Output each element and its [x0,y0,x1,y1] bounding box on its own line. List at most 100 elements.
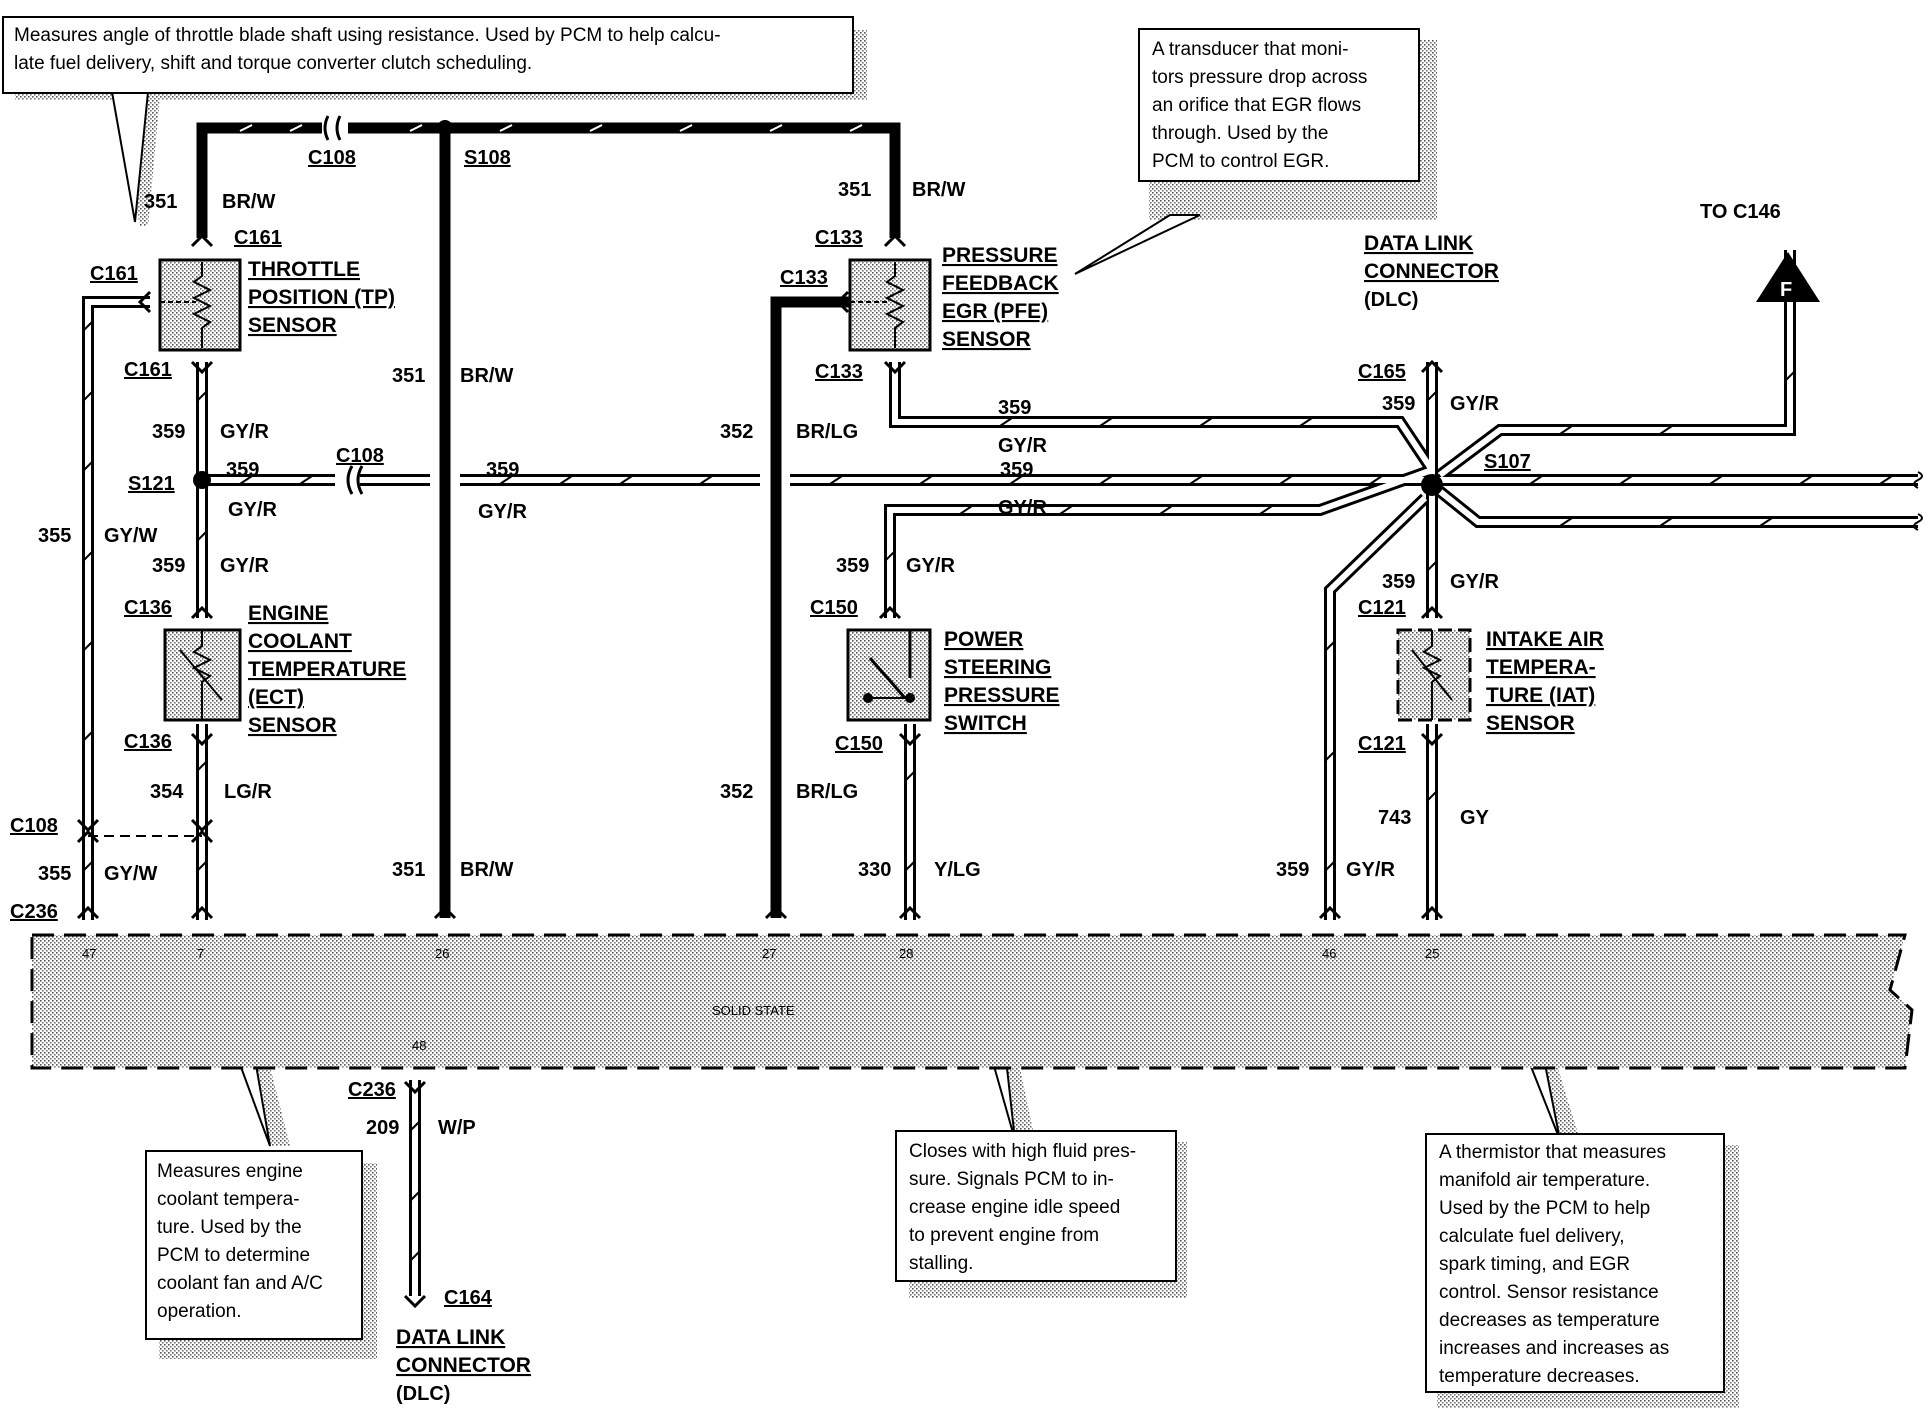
label-c121-bot: C121 [1358,733,1406,755]
pin-26: 26 [435,946,449,961]
pfe-description-note: A transducer that moni- tors pressure dr… [1138,28,1420,182]
color-352-up: BR/LG [796,421,858,443]
note-line: control. Sensor resistance [1439,1282,1659,1303]
svg-text:FEEDBACK: FEEDBACK [942,272,1059,295]
note-line: PCM to determine [157,1245,311,1266]
tp-sensor-body [158,258,242,352]
wire-354: 354 [150,781,184,803]
pin-7: 7 [197,946,204,961]
note-line: coolant tempera- [157,1189,300,1210]
iat-thermistor [1411,630,1453,720]
pin-47: 47 [82,946,96,961]
note-line: PCM to control EGR. [1152,151,1330,172]
dlc-top-label: DATA LINK CONNECTOR (DLC) [1364,232,1499,311]
svg-text:(DLC): (DLC) [396,1383,450,1405]
color-359-pfe: GY/R [998,435,1047,457]
note-line: crease engine idle speed [909,1197,1121,1218]
note-line: tors pressure drop across [1152,67,1368,88]
note-line: ture. Used by the [157,1217,302,1238]
wire-355-up: 355 [38,525,71,547]
color-351-pfe: BR/W [912,179,965,201]
svg-text:POWER: POWER [944,628,1023,651]
note-line: Closes with high fluid pres- [909,1141,1137,1162]
wire-hatches [83,291,1893,1261]
note-line: Measures engine [157,1161,303,1182]
label-c133-top: C133 [815,227,863,249]
c108-mid-break [346,465,364,495]
note-line: decreases as temperature [1439,1310,1660,1331]
offpage-connector-letter: F [1780,279,1792,301]
color-359-mid: GY/R [478,501,527,523]
label-s121: S121 [128,473,175,495]
svg-text:PRESSURE: PRESSURE [942,244,1058,267]
pfe-sensor-label: PRESSURE FEEDBACK EGR (PFE) SENSOR [942,244,1059,351]
pss-label: POWER STEERING PRESSURE SWITCH [944,628,1060,735]
wire-351-mid: 351 [392,365,425,387]
splice-s107 [1421,474,1443,496]
wire-359-bus: 359 [1000,459,1033,481]
color-743: GY [1460,807,1490,829]
pcm-label: SOLID STATE [712,1003,795,1018]
tp-resistor [191,262,213,348]
svg-text:SENSOR: SENSOR [942,328,1031,351]
label-s108: S108 [464,147,511,169]
color-355-low: GY/W [104,863,157,885]
pin-25: 25 [1425,946,1439,961]
connector-forks [76,233,1444,1309]
dlc-bottom-label: DATA LINK CONNECTOR (DLC) [396,1326,531,1405]
pss-contact-1 [863,693,873,703]
svg-text:CONNECTOR: CONNECTOR [1364,260,1499,283]
wire-330: 330 [858,859,891,881]
svg-text:POSITION (TP): POSITION (TP) [248,286,395,309]
color-351-mid: BR/W [460,365,513,387]
svg-text:INTAKE AIR: INTAKE AIR [1486,628,1604,651]
svg-text:EGR (PFE): EGR (PFE) [942,300,1048,323]
pss-switch [868,630,912,699]
iat-sensor-body [1396,628,1472,722]
pcm-block [30,933,1914,1070]
svg-text:PRESSURE: PRESSURE [944,684,1060,707]
label-s107: S107 [1484,451,1531,473]
label-c133-left: C133 [780,267,828,289]
note-line: manifold air temperature. [1439,1170,1651,1191]
color-359-low: GY/R [1346,859,1395,881]
label-c108-low: C108 [10,815,58,837]
svg-text:SENSOR: SENSOR [248,314,337,337]
wire-352-up: 352 [720,421,753,443]
svg-text:TURE (IAT): TURE (IAT) [1486,684,1595,707]
note-line: sure. Signals PCM to in- [909,1169,1114,1190]
pss-contact-2 [905,693,915,703]
wire-359-mid: 359 [486,459,519,481]
label-c150-top: C150 [810,597,858,619]
label-c236-bot: C236 [348,1079,396,1101]
wire-352-low: 352 [720,781,753,803]
pfe-resistor [884,262,906,348]
wire-209: 209 [366,1117,399,1139]
bus-end-2 [1913,513,1923,531]
tp-description-note: Measures angle of throttle blade shaft u… [2,16,854,94]
note-line: Used by the PCM to help [1439,1198,1651,1219]
note-line: increases and increases as [1439,1338,1670,1359]
tp-sensor-label: THROTTLE POSITION (TP) SENSOR [248,258,395,337]
wire-359-iat: 359 [1382,571,1415,593]
label-c108-mid: C108 [336,445,384,467]
wire-359-dlc: 359 [1382,393,1415,415]
note-line: temperature decreases. [1439,1366,1640,1387]
note-line: late fuel delivery, shift and torque con… [14,53,533,74]
note-line: stalling. [909,1253,974,1274]
color-209: W/P [438,1117,476,1139]
wire-359-tp: 359 [152,421,185,443]
label-c161-top: C161 [234,227,282,249]
to-c146-label: TO C146 [1700,201,1781,223]
pfe-sensor-body [848,258,932,352]
label-c121-top: C121 [1358,597,1406,619]
svg-text:THROTTLE: THROTTLE [248,258,360,281]
note-line: calculate fuel delivery, [1439,1226,1625,1247]
label-c164: C164 [444,1287,493,1309]
label-c108-top: C108 [308,147,356,169]
svg-text:ENGINE: ENGINE [248,602,329,625]
wire-351-low: 351 [392,859,425,881]
note-line: Measures angle of throttle blade shaft u… [14,25,721,46]
ect-description-note: Measures engine coolant tempera- ture. U… [145,1150,363,1340]
wire-359-pss: 359 [836,555,869,577]
